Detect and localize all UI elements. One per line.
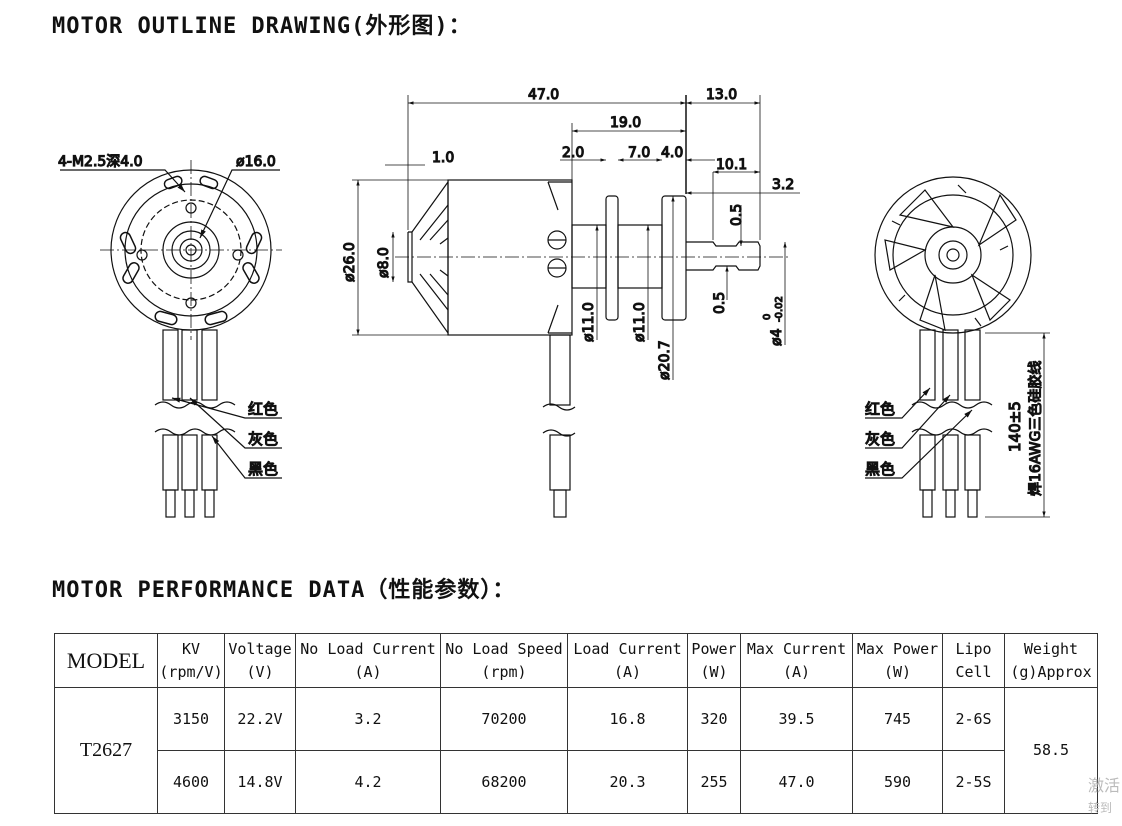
header-mp-l2: (W) — [883, 662, 912, 681]
rear-red-wire-label: 红色 — [865, 400, 895, 418]
header-power: Power (W) — [687, 633, 741, 688]
red-wire-label: 红色 — [248, 400, 278, 418]
wire-length: 140±5 — [1006, 401, 1024, 452]
load-current-cell: 20.3 — [567, 750, 688, 814]
header-kv-l2: (rpm/V) — [159, 662, 223, 681]
header-nls-l1: No Load Speed — [445, 639, 563, 658]
front-view: 4-M2.5深4.0 ø16.0 红色 灰色 黑色 — [57, 153, 282, 518]
mounting-holes-label: 4-M2.5深4.0 — [58, 154, 143, 170]
header-kv: KV (rpm/V) — [157, 633, 225, 688]
activation-watermark: 激活 转到 — [1088, 775, 1120, 819]
dia-4-tol-lower: -0.02 — [774, 296, 785, 322]
voltage-cell: 22.2V — [224, 687, 296, 751]
no-load-speed-cell: 70200 — [440, 687, 568, 751]
lipo-cell: 2-6S — [942, 687, 1005, 751]
gray-wire-label: 灰色 — [248, 430, 278, 448]
kv-cell: 4600 — [157, 750, 225, 814]
no-load-current-cell: 3.2 — [295, 687, 441, 751]
header-no-load-speed: No Load Speed (rpm) — [440, 633, 568, 688]
rear-view: 红色 灰色 黑色 140±5 焊16AWG三色硅胶线 — [864, 176, 1050, 518]
load-current-cell: 16.8 — [567, 687, 688, 751]
wire-spec: 焊16AWG三色硅胶线 — [1027, 361, 1044, 496]
no-load-speed-cell: 68200 — [440, 750, 568, 814]
dim-3-2: 3.2 — [772, 177, 794, 193]
dia-4-tol-upper: 0 — [762, 314, 773, 320]
watermark-line1: 激活 — [1088, 776, 1121, 795]
side-view: 47.0 13.0 19.0 2.0 7.0 4.0 10.1 3.2 1.0 … — [341, 86, 800, 518]
dim-13: 13.0 — [706, 87, 737, 103]
voltage-cell: 14.8V — [224, 750, 296, 814]
header-kv-l1: KV — [181, 639, 201, 658]
header-voltage-l2: (V) — [246, 662, 274, 681]
model-cell: T2627 — [54, 687, 158, 814]
dim-10-1: 10.1 — [716, 157, 747, 173]
header-voltage-l1: Voltage — [228, 639, 292, 658]
dia-20-7: ø20.7 — [657, 340, 673, 380]
table-row: 4600 14.8V 4.2 68200 20.3 255 47.0 590 2… — [55, 750, 1098, 814]
dim-2: 2.0 — [562, 145, 584, 161]
dia-11-b: ø11.0 — [632, 302, 648, 342]
max-current-cell: 47.0 — [740, 750, 853, 814]
diameter-16-label: ø16.0 — [236, 154, 276, 170]
performance-table: MODEL KV (rpm/V) Voltage (V) No Load Curre… — [54, 633, 1098, 814]
performance-data-heading: MOTOR PERFORMANCE DATA（性能参数）： — [52, 578, 516, 603]
header-nlc-l2: (A) — [354, 662, 382, 681]
dim-0-5-top: 0.5 — [729, 204, 745, 226]
header-load-current: Load Current (A) — [567, 633, 688, 688]
max-current-cell: 39.5 — [740, 687, 853, 751]
weight-cell: 58.5 — [1004, 687, 1098, 814]
kv-cell: 3150 — [157, 687, 225, 751]
header-no-load-current: No Load Current (A) — [295, 633, 441, 688]
header-nls-l2: (rpm) — [481, 662, 527, 681]
rear-black-wire-label: 黑色 — [865, 460, 895, 478]
header-lc-l2: (A) — [613, 662, 642, 681]
dim-0-5-bottom: 0.5 — [712, 292, 728, 314]
header-lc-l1: Load Current — [573, 639, 682, 658]
header-power-l2: (W) — [700, 662, 728, 681]
dim-19: 19.0 — [610, 115, 641, 131]
header-max-power: Max Power (W) — [852, 633, 943, 688]
header-voltage: Voltage (V) — [224, 633, 296, 688]
dim-1: 1.0 — [432, 150, 454, 166]
rear-gray-wire-label: 灰色 — [865, 430, 895, 448]
header-weight: Weight (g)Approx — [1004, 633, 1098, 688]
black-wire-label: 黑色 — [248, 460, 278, 478]
header-weight-l2: (g)Approx — [1010, 662, 1092, 681]
header-lipo-l2: Cell — [955, 662, 992, 681]
header-lipo-l1: Lipo — [955, 639, 992, 658]
dia-11-a: ø11.0 — [581, 302, 597, 342]
table-row: T2627 3150 22.2V 3.2 70200 16.8 320 39.5… — [54, 687, 1098, 814]
header-power-l1: Power — [691, 639, 737, 658]
table-header-row: MODEL KV (rpm/V) Voltage (V) No Load Curre… — [54, 633, 1098, 688]
outline-drawing-heading: MOTOR OUTLINE DRAWING(外形图)： — [52, 14, 472, 39]
dia-26: ø26.0 — [342, 242, 358, 282]
motor-outline-drawing: 4-M2.5深4.0 ø16.0 红色 灰色 黑色 — [57, 86, 1050, 518]
max-power-cell: 590 — [852, 750, 943, 814]
header-mc-l1: Max Current — [746, 639, 847, 658]
power-cell: 320 — [687, 687, 741, 751]
dia-4: ø4 — [769, 328, 785, 346]
header-weight-l1: Weight — [1023, 639, 1079, 658]
header-nlc-l1: No Load Current — [300, 639, 436, 658]
power-cell: 255 — [687, 750, 741, 814]
dia-8: ø8.0 — [376, 247, 392, 278]
dim-47: 47.0 — [528, 87, 559, 103]
dim-7: 7.0 — [628, 145, 650, 161]
no-load-current-cell: 4.2 — [295, 750, 441, 814]
dim-4: 4.0 — [661, 145, 683, 161]
header-model: MODEL — [54, 633, 158, 688]
lipo-cell: 2-5S — [942, 750, 1005, 814]
header-mp-l1: Max Power — [856, 639, 939, 658]
header-mc-l2: (A) — [782, 662, 811, 681]
max-power-cell: 745 — [852, 687, 943, 751]
watermark-line2: 转到 — [1088, 801, 1113, 815]
header-max-current: Max Current (A) — [740, 633, 853, 688]
